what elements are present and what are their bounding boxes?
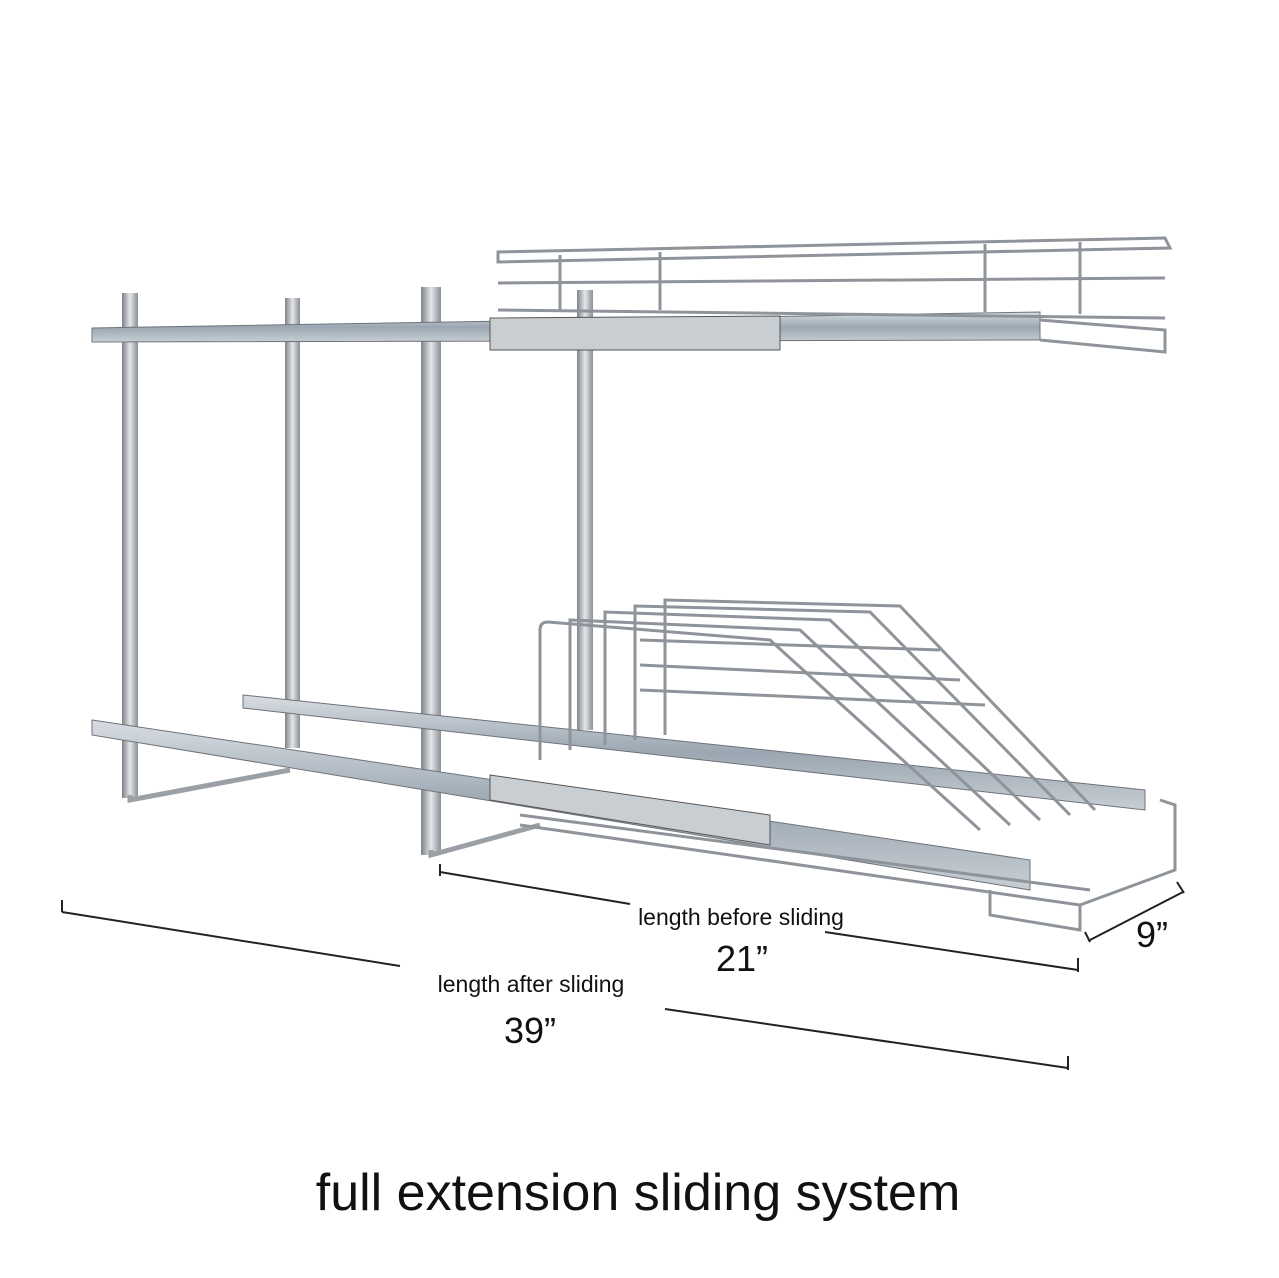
length-after-value: 39” xyxy=(503,1010,557,1051)
upper-slide-rail xyxy=(91,311,1041,351)
lower-slide-rails xyxy=(91,694,1146,891)
length-before-value: 21” xyxy=(715,938,769,979)
lower-basket-dividers xyxy=(519,598,1177,932)
length-before-label: length before sliding xyxy=(638,904,844,930)
dimension-line-after xyxy=(61,900,1069,1070)
upper-basket xyxy=(496,236,1173,354)
caption-title: full extension sliding system xyxy=(315,1164,961,1222)
dimension-line-width xyxy=(1084,881,1185,943)
width-value: 9” xyxy=(1135,914,1169,955)
dimension-lines xyxy=(61,864,1185,1070)
dimension-line-before xyxy=(439,864,1079,972)
length-after-label: length after sliding xyxy=(437,971,625,997)
